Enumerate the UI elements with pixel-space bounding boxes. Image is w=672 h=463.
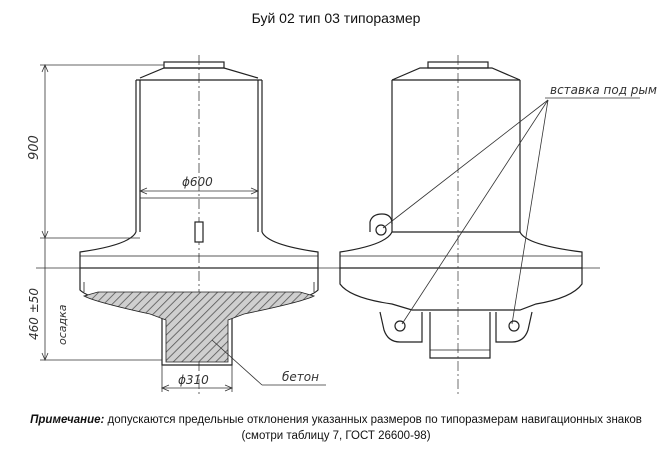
note-label: Примечание: bbox=[30, 414, 105, 426]
label-900: 900 bbox=[27, 135, 42, 160]
label-460: 460 ±50 bbox=[27, 288, 41, 340]
right-exterior-view bbox=[339, 61, 583, 359]
dimension-600 bbox=[138, 187, 260, 195]
label-insert: вставка под рым bbox=[550, 83, 657, 97]
dimension-900 bbox=[40, 63, 164, 240]
leader-insert bbox=[382, 97, 640, 325]
dimension-310 bbox=[160, 365, 234, 392]
drawing-title: Буй 02 тип 03 типоразмер bbox=[251, 10, 421, 26]
leader-beton bbox=[211, 339, 326, 386]
label-osadka: осадка bbox=[56, 304, 69, 345]
note-text: допускаются предельные отклонения указан… bbox=[104, 414, 642, 426]
label-310: ϕ310 bbox=[178, 373, 209, 387]
left-section-view bbox=[79, 55, 319, 395]
label-600: ϕ600 bbox=[182, 175, 213, 189]
footnote: Примечание: допускаются предельные откло… bbox=[0, 412, 672, 444]
note-reference: (смотри таблицу 7, ГОСТ 26600-98) bbox=[241, 430, 431, 442]
label-beton: бетон bbox=[282, 370, 319, 384]
